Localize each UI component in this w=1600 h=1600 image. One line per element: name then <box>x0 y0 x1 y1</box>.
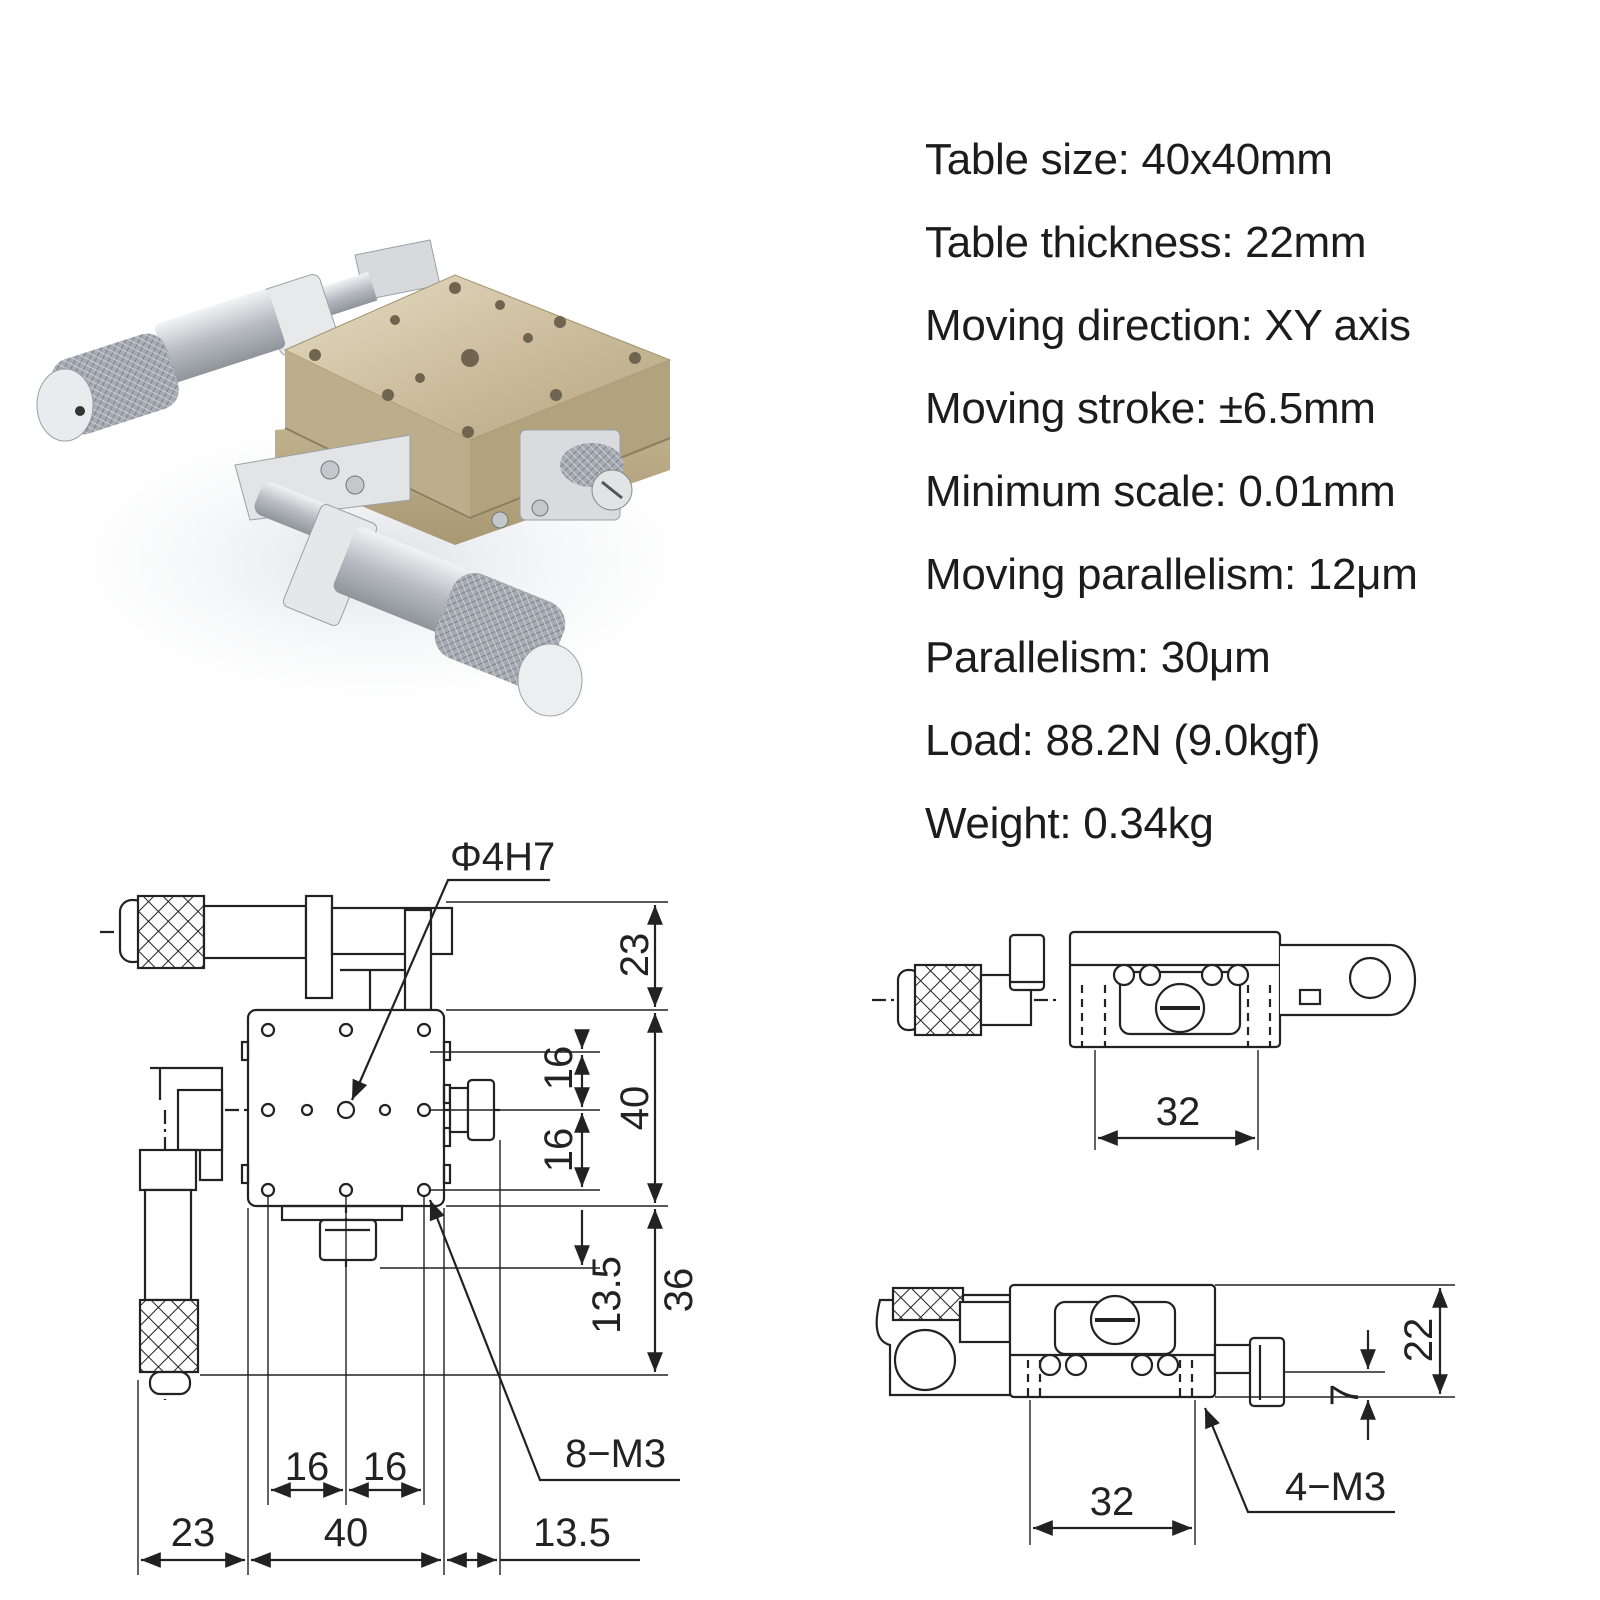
dim-bottom-16b: 16 <box>363 1445 408 1489</box>
spec-weight: Weight: 0.34kg <box>925 799 1214 848</box>
dim-inner-16a: 16 <box>537 1046 581 1091</box>
micrometer-y <box>36 239 441 442</box>
thread-callout-4m3: 4−M3 <box>1285 1465 1386 1509</box>
side-height-dim: 22 <box>1397 1318 1441 1363</box>
spec-list: Table size: 40x40mm Table thickness: 22m… <box>925 118 1418 865</box>
spec-table-size: Table size: 40x40mm <box>925 135 1333 184</box>
spec-moving-direction: Moving direction: XY axis <box>925 301 1411 350</box>
dim-inner-16b: 16 <box>537 1128 581 1173</box>
dim-bottom-40: 40 <box>324 1511 369 1555</box>
spec-moving-stroke: Moving stroke: ±6.5mm <box>925 384 1376 433</box>
micrometer-x <box>254 482 583 717</box>
thread-callout-8m3: 8−M3 <box>565 1432 666 1476</box>
dim-top-36: 36 <box>657 1268 701 1313</box>
spec-load: Load: 88.2N (9.0kgf) <box>925 716 1321 765</box>
spec-parallelism: Parallelism: 30μm <box>925 633 1271 682</box>
side-width-dim: 32 <box>1090 1480 1135 1524</box>
spec-table-thickness: Table thickness: 22mm <box>925 218 1367 267</box>
front-width-dim: 32 <box>1156 1090 1201 1134</box>
product-photo <box>10 239 750 730</box>
dim-bottom-23: 23 <box>171 1511 216 1555</box>
hole-callout: Φ4H7 <box>450 835 555 879</box>
top-view-drawing <box>100 878 680 1575</box>
dim-top-40: 40 <box>613 1086 657 1131</box>
front-view-drawing <box>872 930 1417 1150</box>
dim-bottom-13-5: 13.5 <box>533 1511 611 1555</box>
side-view-drawing <box>875 1283 1455 1545</box>
dim-inner-13-5: 13.5 <box>585 1256 629 1334</box>
spec-moving-parallelism: Moving parallelism: 12μm <box>925 550 1418 599</box>
spec-minimum-scale: Minimum scale: 0.01mm <box>925 467 1396 516</box>
dim-bottom-16a: 16 <box>285 1445 330 1489</box>
dim-top-23: 23 <box>613 933 657 978</box>
side-offset-dim: 7 <box>1323 1384 1367 1406</box>
